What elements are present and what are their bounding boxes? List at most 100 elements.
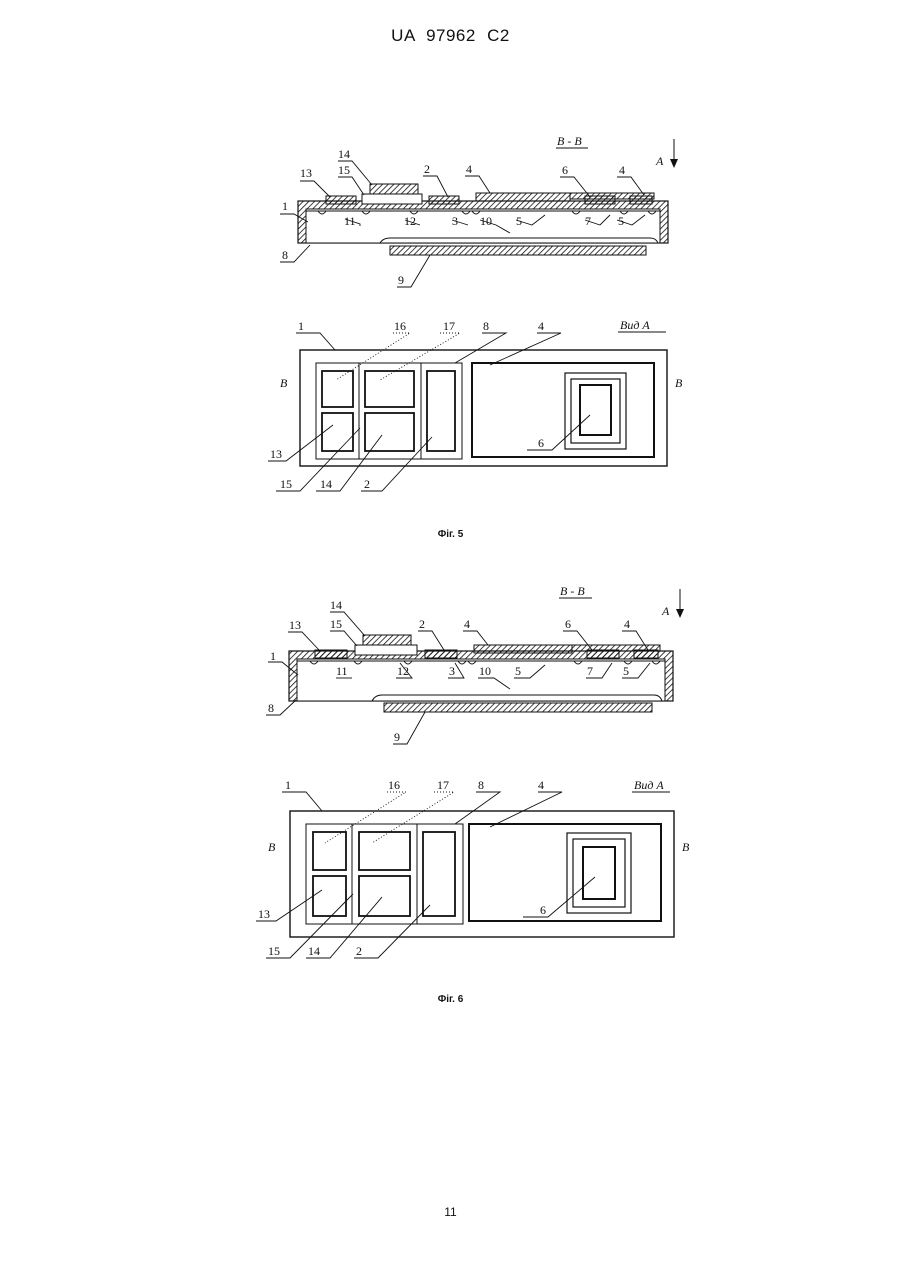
- label-5: 5: [515, 664, 521, 678]
- pad-14: [359, 876, 410, 916]
- section-mark-left: В: [280, 376, 288, 390]
- arrow-label: А: [655, 154, 664, 168]
- label-6: 6: [540, 903, 546, 917]
- label-15: 15: [330, 617, 342, 631]
- label-16: 16: [388, 778, 400, 792]
- element-6: [580, 385, 611, 435]
- label-6: 6: [538, 436, 544, 450]
- label-1: 1: [270, 649, 276, 663]
- pad-14: [365, 413, 414, 451]
- page-number: 11: [0, 1205, 901, 1219]
- figure-5-caption: Фіг. 5: [0, 529, 901, 540]
- label-13: 13: [289, 618, 301, 632]
- element-6-frame: [567, 833, 631, 913]
- figure-5-drawing: В - В А: [0, 125, 901, 520]
- label-17: 17: [443, 319, 455, 333]
- section-mark-right: В: [682, 840, 690, 854]
- pad-17: [359, 832, 410, 870]
- label-8: 8: [268, 701, 274, 715]
- label-6: 6: [562, 163, 568, 177]
- label-5: 5: [516, 214, 522, 228]
- label-13: 13: [258, 907, 270, 921]
- label-14: 14: [308, 944, 320, 958]
- electrode-2: [429, 196, 459, 204]
- element-14: [363, 635, 411, 645]
- bottom-electrode: [390, 246, 646, 255]
- patent-number-header: UA 97962 C2: [0, 26, 901, 46]
- element-6: [583, 847, 615, 899]
- label-11: 11: [336, 664, 348, 678]
- label-1: 1: [282, 199, 288, 213]
- figure-6-caption: Фіг. 6: [0, 994, 901, 1005]
- label-2: 2: [364, 477, 370, 491]
- label-4: 4: [624, 617, 630, 631]
- pad-2: [423, 832, 455, 916]
- arrow-label: А: [661, 604, 670, 618]
- label-8: 8: [478, 778, 484, 792]
- section-title: В - В: [560, 584, 585, 598]
- label-14: 14: [320, 477, 332, 491]
- label-7: 7: [585, 214, 591, 228]
- label-10: 10: [480, 214, 492, 228]
- label-8: 8: [282, 248, 288, 262]
- label-15: 15: [268, 944, 280, 958]
- label-5: 5: [618, 214, 624, 228]
- label-17: 17: [437, 778, 449, 792]
- element-15: [362, 194, 422, 204]
- label-10: 10: [479, 664, 491, 678]
- view-title: Вид А: [634, 778, 664, 792]
- section-mark-left: В: [268, 840, 276, 854]
- label-12: 12: [397, 664, 409, 678]
- label-2: 2: [356, 944, 362, 958]
- label-14: 14: [330, 598, 342, 612]
- electrode-4-area: [472, 363, 654, 457]
- electrode-6: [587, 650, 619, 658]
- element-15: [355, 645, 417, 655]
- electrode-4-area: [469, 824, 661, 921]
- section-title: В - В: [557, 134, 582, 148]
- electrode-6: [585, 196, 615, 204]
- label-4: 4: [466, 162, 472, 176]
- pad-17: [365, 371, 414, 407]
- label-4: 4: [538, 778, 544, 792]
- electrode-4: [474, 645, 572, 653]
- section-b-b: В - В А: [266, 584, 684, 744]
- view-title: Вид А: [620, 318, 650, 332]
- label-15: 15: [338, 163, 350, 177]
- label-4: 4: [619, 163, 625, 177]
- label-3: 3: [449, 664, 455, 678]
- view-direction-arrow: [670, 139, 678, 168]
- label-14: 14: [338, 147, 350, 161]
- label-11: 11: [344, 214, 356, 228]
- figure-6-drawing: В - В А: [0, 575, 901, 970]
- view-a: Вид А В В 1 16 17 8: [256, 778, 690, 958]
- label-8: 8: [483, 319, 489, 333]
- label-1: 1: [298, 319, 304, 333]
- label-3: 3: [452, 214, 458, 228]
- pad-16: [313, 832, 346, 870]
- element-14: [370, 184, 418, 194]
- label-9: 9: [394, 730, 400, 744]
- label-4: 4: [538, 319, 544, 333]
- electrode-13: [326, 196, 356, 204]
- label-13: 13: [300, 166, 312, 180]
- pad-13: [322, 413, 353, 451]
- bottom-electrode: [384, 703, 652, 712]
- label-13: 13: [270, 447, 282, 461]
- label-12: 12: [404, 214, 416, 228]
- view-direction-arrow: [676, 589, 684, 618]
- label-4: 4: [464, 617, 470, 631]
- label-5: 5: [623, 664, 629, 678]
- label-9: 9: [398, 273, 404, 287]
- view-a: Вид А В В 1 16 17 8: [268, 318, 683, 491]
- electrode-4: [476, 193, 570, 201]
- section-b-b: В - В А: [280, 134, 678, 287]
- section-mark-right: В: [675, 376, 683, 390]
- electrode-2: [425, 650, 457, 658]
- substrate-outline: [290, 811, 674, 937]
- label-1: 1: [285, 778, 291, 792]
- pad-2: [427, 371, 455, 451]
- label-7: 7: [587, 664, 593, 678]
- label-16: 16: [394, 319, 406, 333]
- electrode-13: [315, 650, 347, 658]
